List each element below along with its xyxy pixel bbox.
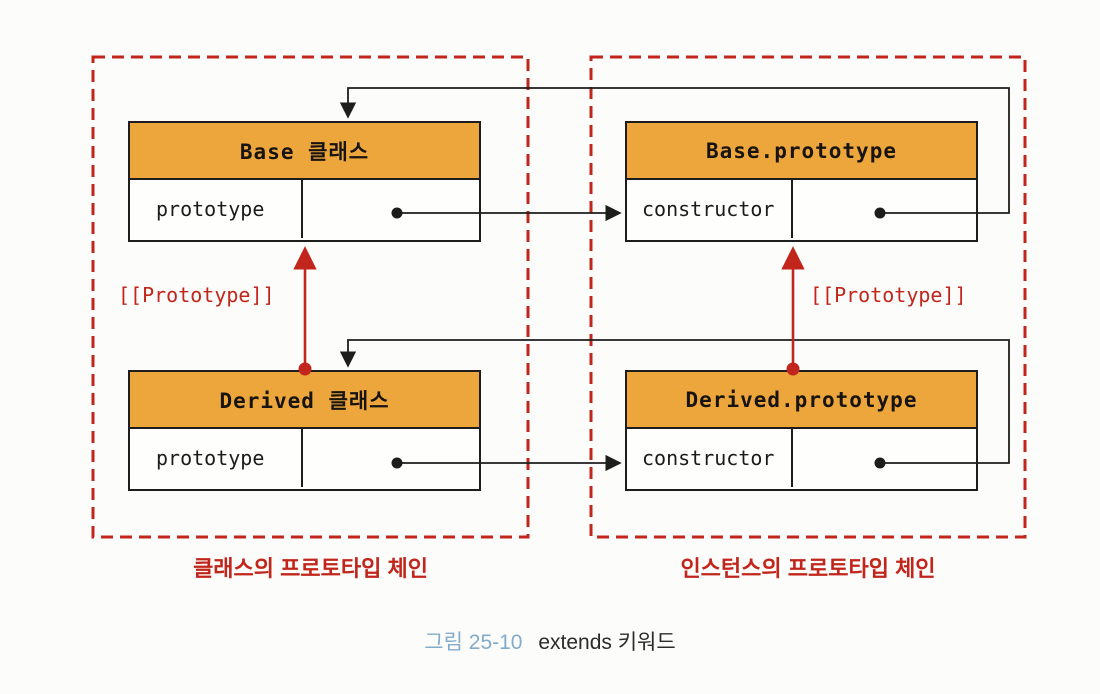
box-base-class: Base 클래스 prototype (128, 121, 481, 242)
base-prototype-slot-value (793, 180, 976, 238)
base-class-slot-name: prototype (130, 180, 303, 238)
base-class-title: Base 클래스 (130, 123, 479, 180)
class-prototype-chain-arrow (293, 246, 317, 376)
prototype-label-instance-chain: [[Prototype]] (810, 283, 967, 307)
figure-title: extends 키워드 (538, 631, 676, 654)
prototype-label-class-chain: [[Prototype]] (118, 283, 275, 307)
box-derived-prototype: Derived.prototype constructor (625, 370, 978, 491)
figure-number: 그림 25-10 (424, 631, 523, 654)
derived-prototype-title: Derived.prototype (627, 372, 976, 429)
derived-class-title: Derived 클래스 (130, 372, 479, 429)
instance-chain-label: 인스턴스의 프로토타입 체인 (680, 556, 936, 581)
figure-caption: 그림 25-10 extends 키워드 (0, 626, 1100, 656)
box-derived-class: Derived 클래스 prototype (128, 370, 481, 491)
box-base-prototype: Base.prototype constructor (625, 121, 978, 242)
derived-prototype-slot-name: constructor (627, 429, 793, 487)
class-chain-label: 클래스의 프로토타입 체인 (193, 556, 428, 581)
base-prototype-slot-name: constructor (627, 180, 793, 238)
instance-prototype-chain-arrow (781, 246, 805, 376)
derived-prototype-slot-value (793, 429, 976, 487)
derived-class-slot-name: prototype (130, 429, 303, 487)
derived-class-slot-value (303, 429, 479, 487)
base-prototype-title: Base.prototype (627, 123, 976, 180)
base-class-slot-value (303, 180, 479, 238)
